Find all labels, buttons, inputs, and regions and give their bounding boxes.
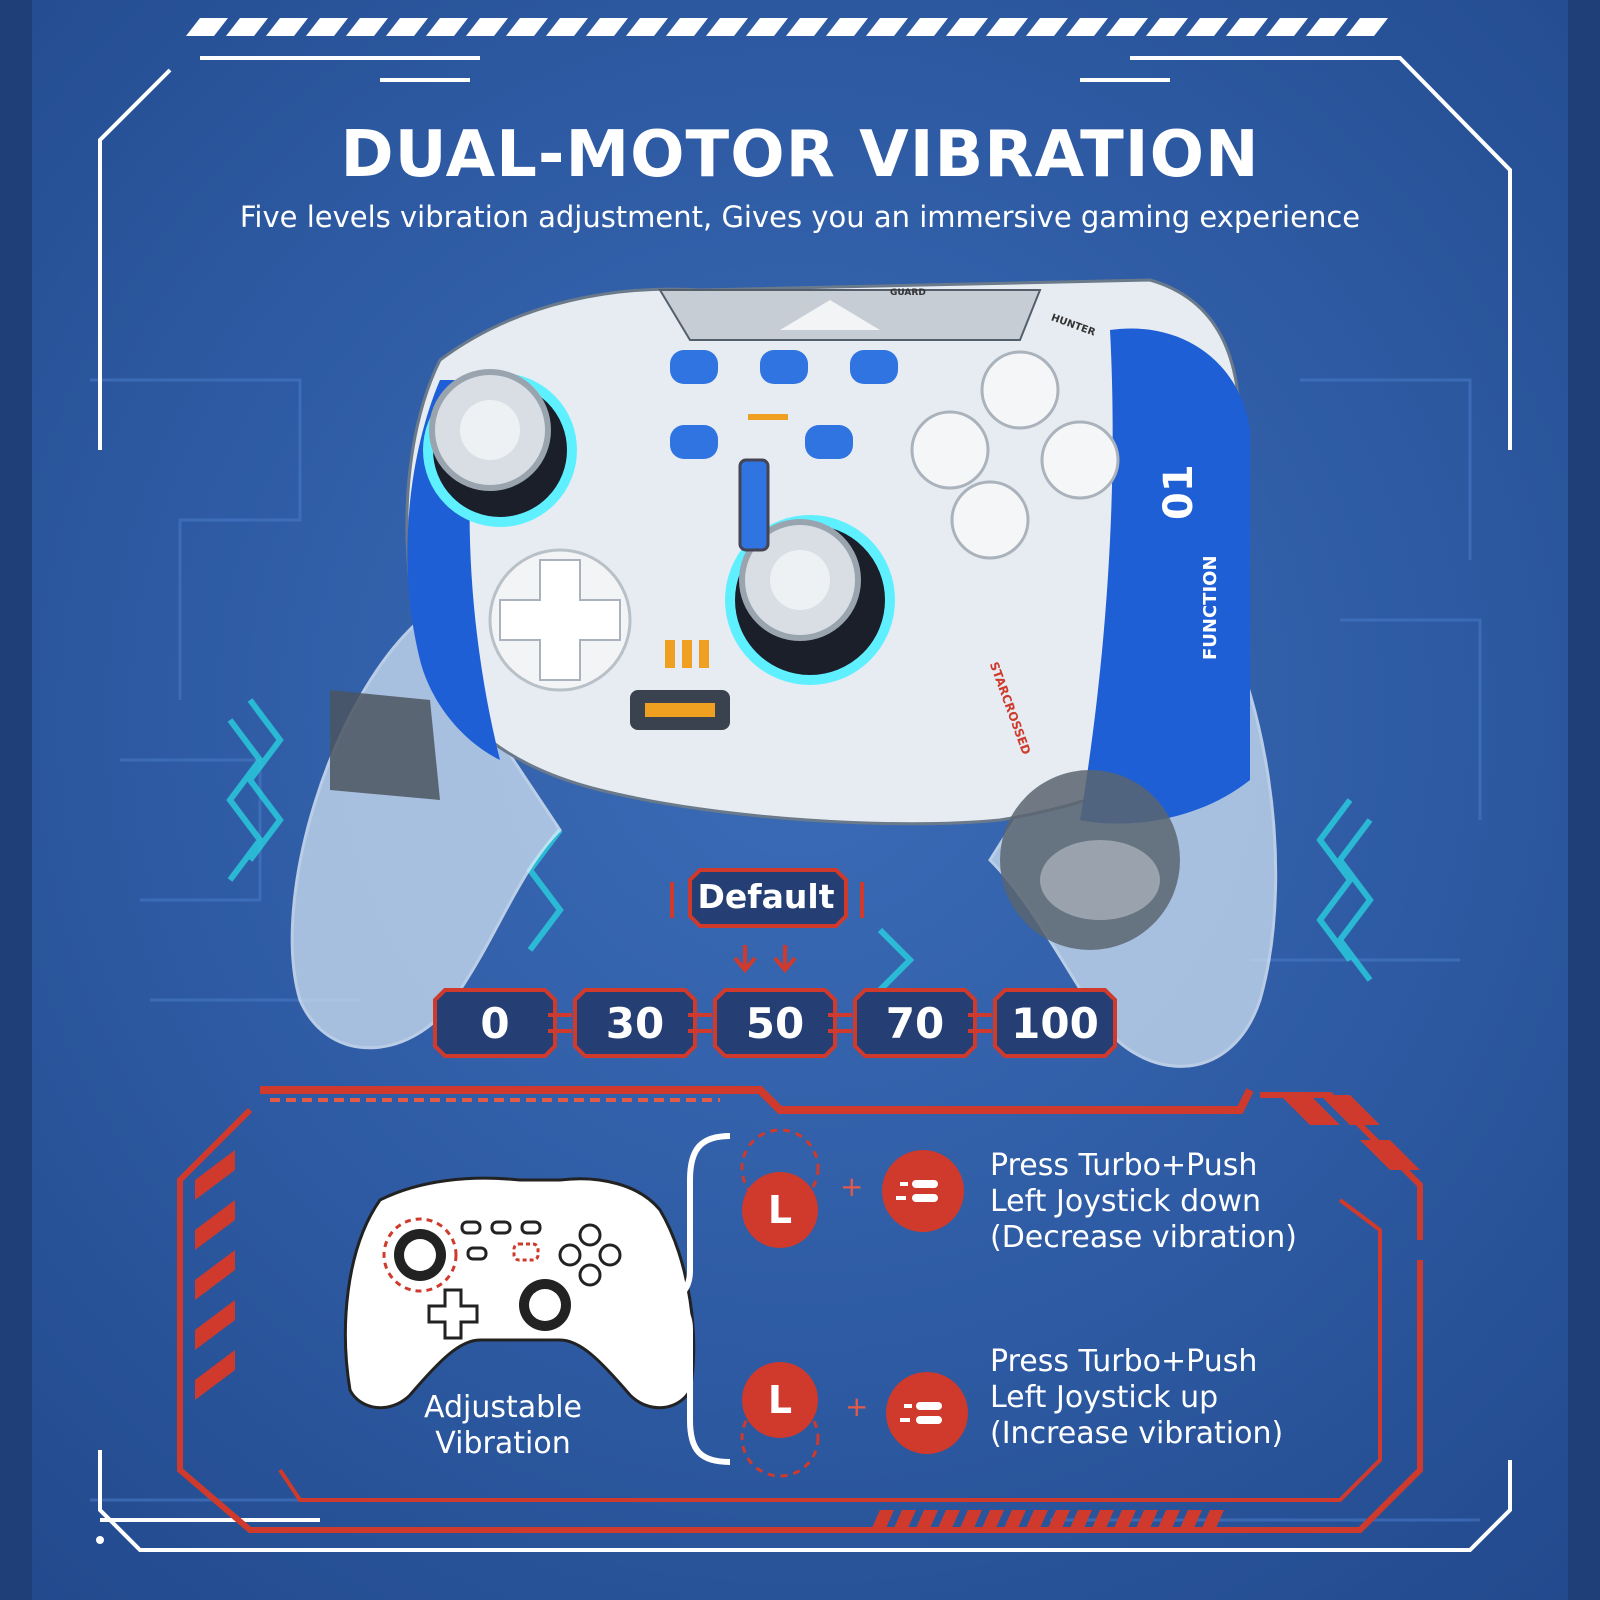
- level-boxes: [433, 988, 1117, 1058]
- brace-icon: [659, 1133, 731, 1465]
- controller-function-decal: FUNCTION: [1200, 555, 1221, 660]
- default-label-frame: [670, 868, 864, 974]
- caption-line-1: Adjustable: [424, 1390, 582, 1425]
- instruction-line: (Increase vibration): [990, 1416, 1284, 1451]
- joystick-l-icon: L: [742, 1172, 818, 1248]
- controller-outline-icon: [343, 1176, 696, 1410]
- instruction-line: (Decrease vibration): [990, 1220, 1297, 1255]
- caption-line-2: Vibration: [435, 1426, 571, 1461]
- instruction-line: Press Turbo+Push: [990, 1344, 1258, 1379]
- instruction-decrease: Press Turbo+Push Left Joystick down (Dec…: [990, 1148, 1410, 1256]
- headline: DUAL-MOTOR VIBRATION: [340, 118, 1260, 192]
- level-70: 70: [885, 999, 945, 1048]
- instruction-increase: Press Turbo+Push Left Joystick up (Incre…: [990, 1344, 1410, 1452]
- controller-unit-decal: 01: [1156, 464, 1202, 520]
- subline: Five levels vibration adjustment, Gives …: [239, 200, 1361, 234]
- instruction-line: Left Joystick down: [990, 1184, 1262, 1219]
- turbo-button-icon: [882, 1150, 964, 1232]
- level-100: 100: [1011, 999, 1099, 1048]
- level-0: 0: [480, 999, 510, 1048]
- red-frame: [177, 1086, 1423, 1533]
- instruction-line: Press Turbo+Push: [990, 1148, 1258, 1183]
- plus-icon: +: [845, 1390, 869, 1423]
- controller-guard-decal: GUARD: [890, 288, 926, 298]
- controller-illustration-group: [290, 278, 1278, 1068]
- right-side-stripe: [1568, 0, 1600, 1600]
- default-label: Default: [697, 877, 835, 916]
- left-side-stripe: [0, 0, 32, 1600]
- joystick-l-icon: L: [742, 1362, 818, 1438]
- turbo-button-icon: [886, 1372, 968, 1454]
- level-50: 50: [745, 999, 805, 1048]
- instruction-line: Left Joystick up: [990, 1380, 1219, 1415]
- plus-icon: +: [840, 1170, 864, 1203]
- level-30: 30: [605, 999, 665, 1048]
- adjustable-vibration-caption: Adjustable Vibration: [398, 1390, 608, 1462]
